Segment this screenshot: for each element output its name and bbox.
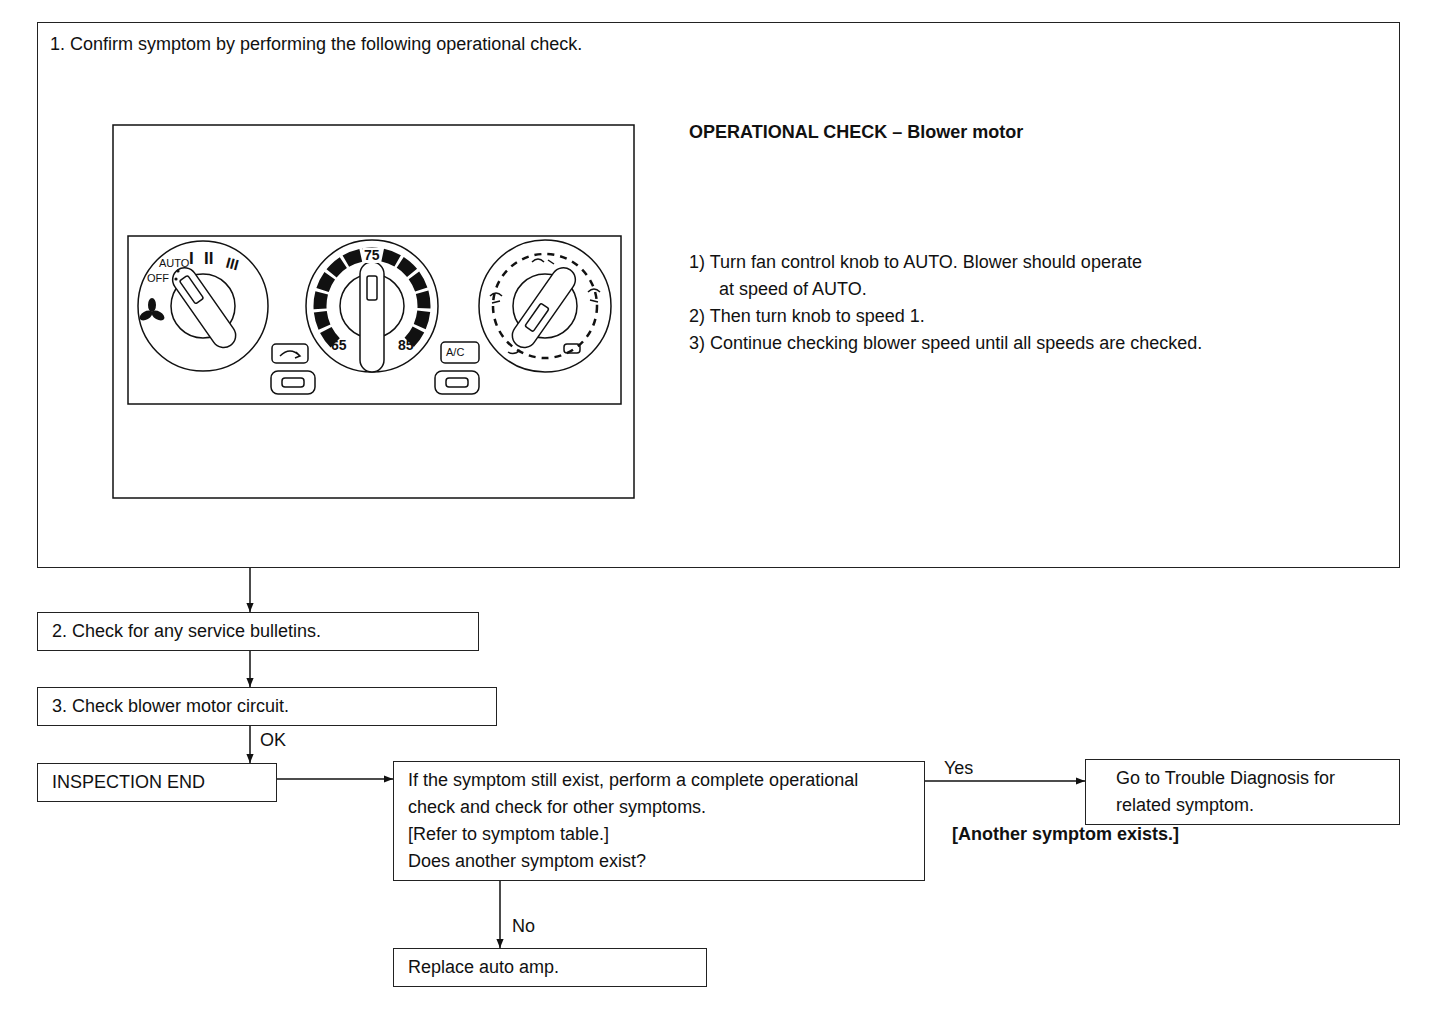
ac-button-label: [441, 342, 479, 363]
recirc-icon: [280, 351, 300, 358]
edge-label: OK: [258, 731, 288, 751]
step-panel: 1. Confirm symptom by performing the fol…: [37, 22, 1400, 568]
mode-knob: [508, 263, 580, 352]
fan-dial: [138, 241, 268, 371]
edge-label: Yes: [942, 759, 975, 779]
node-text: INSPECTION END: [52, 769, 262, 796]
recirc-button-label: [272, 344, 308, 363]
panel-outline: [128, 236, 621, 404]
process-box: INSPECTION END: [37, 763, 277, 802]
node-text: OPERATIONAL CHECK – Blower motor: [689, 119, 1389, 146]
panel-label: 65: [331, 338, 347, 353]
panel-label: OFF: [147, 272, 169, 284]
process-box: Replace auto amp.: [393, 948, 707, 987]
mode-dial: [479, 240, 611, 372]
panel-label: 85: [398, 338, 414, 353]
mode-scale: [493, 254, 597, 358]
mode-icons: [490, 259, 600, 354]
flow-arrow: [499, 881, 501, 948]
process-box: Go to Trouble Diagnosis for related symp…: [1085, 759, 1400, 825]
node-text: Replace auto amp.: [408, 954, 692, 981]
panel-label: A/C: [446, 346, 464, 358]
panel-label: II: [204, 250, 213, 269]
process-box: 2. Check for any service bulletins.: [37, 612, 479, 651]
flow-arrow: [249, 651, 251, 687]
temp-dial: [306, 240, 438, 372]
recirc-button: [271, 371, 315, 394]
node-text: Go to Trouble Diagnosis for related symp…: [1116, 765, 1385, 819]
flow-arrow: [925, 780, 1085, 782]
node-text: 1) Turn fan control knob to AUTO. Blower…: [689, 249, 1159, 303]
branch-note: [Another symptom exists.]: [952, 825, 1179, 845]
panel-label: III: [224, 255, 240, 274]
process-box: 3. Check blower motor circuit.: [37, 687, 497, 726]
ac-button: [435, 371, 479, 394]
node-text: Does another symptom exist?: [408, 848, 910, 875]
flow-arrow: [277, 778, 393, 780]
illustration-frame: [113, 125, 634, 498]
panel-label: AUTO: [159, 257, 189, 269]
node-text: If the symptom still exist, perform a co…: [408, 767, 910, 821]
decision-box: If the symptom still exist, perform a co…: [393, 761, 925, 881]
node-text: 1. Confirm symptom by performing the fol…: [50, 31, 1050, 58]
flow-arrow: [249, 568, 251, 612]
panel-label: I: [189, 250, 194, 269]
fan-icon: [138, 298, 166, 322]
edge-label: No: [510, 917, 537, 937]
flow-arrow: [249, 726, 251, 763]
node-text: 3. Check blower motor circuit.: [52, 693, 482, 720]
node-text: 3) Continue checking blower speed until …: [689, 330, 1389, 357]
node-text: [Refer to symptom table.]: [408, 821, 910, 848]
panel-label: 75: [363, 248, 381, 263]
node-text: 2. Check for any service bulletins.: [52, 618, 464, 645]
node-text: 2) Then turn knob to speed 1.: [689, 303, 1389, 330]
fan-knob: [168, 263, 240, 352]
temp-knob: [360, 262, 384, 372]
